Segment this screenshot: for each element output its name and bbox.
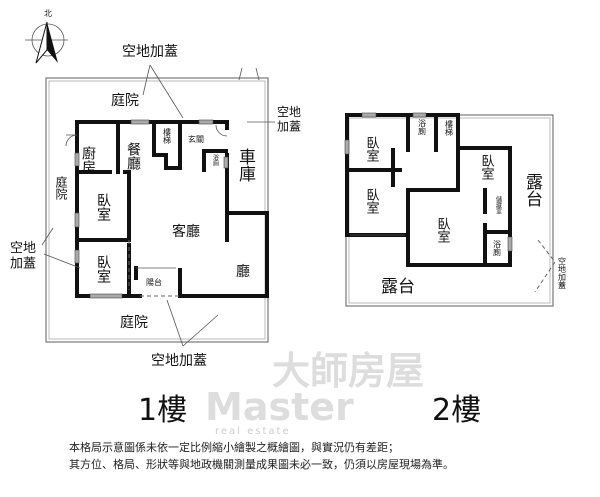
- label-garage: 車庫: [235, 148, 256, 182]
- floor2-plan: 臥室 浴廁 樓梯 臥室 露台 臥室 儲藏室 臥室 浴廁 露台 空地加蓋 2樓: [344, 112, 567, 428]
- label-open-land-2f: 空地加蓋: [558, 256, 567, 289]
- label-open-land-bottom: 空地加蓋: [151, 353, 207, 369]
- label-line-2: 加蓋: [10, 257, 36, 272]
- label-open-land-left-text: 空地: [10, 241, 36, 256]
- watermark-chinese: 大師房屋: [272, 349, 424, 393]
- label-line-2: 加蓋: [277, 119, 301, 133]
- label-terrace-right: 露台: [522, 173, 543, 207]
- label-stairs: 樓梯: [163, 127, 172, 145]
- label-bedroom-1: 臥室: [95, 193, 111, 221]
- label-bedroom-master: 臥室: [435, 217, 451, 243]
- label-hall: 廳: [236, 263, 250, 280]
- label-balcony: 陽台: [146, 277, 162, 287]
- disclaimer-line-1: 本格局示意圖係未依一定比例縮小繪製之概繪圖，與實況仍有差距；: [69, 441, 399, 454]
- label-bedroom-west: 臥室: [364, 188, 380, 214]
- label-open-land-right-text: 空地: [277, 105, 301, 119]
- label-living-room: 客廳: [172, 223, 200, 240]
- floor2-title: 2樓: [432, 393, 481, 428]
- label-bedroom-2: 臥室: [95, 255, 111, 283]
- watermark: Master real estate 大師房屋: [205, 349, 424, 437]
- floor1-title: 1樓: [138, 393, 187, 428]
- label-bath: 浴廁: [212, 153, 219, 167]
- label-open-land-left: 空地加蓋: [10, 241, 36, 272]
- label-courtyard-left: 庭院: [54, 175, 68, 200]
- label-open-land-top: 空地加蓋: [122, 44, 178, 60]
- label-stairs-2f: 樓梯: [445, 119, 454, 137]
- disclaimer-line-2: 其方位、格局、形狀等與地政機關測量成果圖未必一致，仍須以房屋現場為準。: [69, 458, 454, 471]
- label-dining: 餐廳: [125, 142, 141, 171]
- label-open-land-right: 空地加蓋: [277, 105, 301, 133]
- label-courtyard-bottom: 庭院: [120, 314, 148, 331]
- label-bedroom-nw: 臥室: [364, 136, 380, 162]
- north-compass-icon: 北: [25, 9, 68, 64]
- label-entrance: 玄關: [188, 134, 204, 144]
- floor1-plan: 空地加蓋 庭院 空地加蓋 廚房 餐廳 樓梯 玄關 浴廁 車庫 庭院 臥室 客廳 …: [10, 44, 301, 428]
- watermark-sub-text: real estate: [215, 426, 291, 437]
- label-bath-north: 浴廁: [418, 118, 427, 136]
- label-terrace-bottom: 露台: [381, 277, 415, 297]
- label-bath-south: 浴廁: [493, 239, 502, 257]
- compass-label: 北: [44, 9, 52, 18]
- watermark-logo-text: Master: [205, 385, 354, 429]
- label-storage: 儲藏室: [495, 195, 502, 214]
- label-kitchen: 廚房: [80, 145, 96, 174]
- label-bedroom-east: 臥室: [479, 154, 495, 180]
- label-courtyard-top: 庭院: [111, 92, 139, 109]
